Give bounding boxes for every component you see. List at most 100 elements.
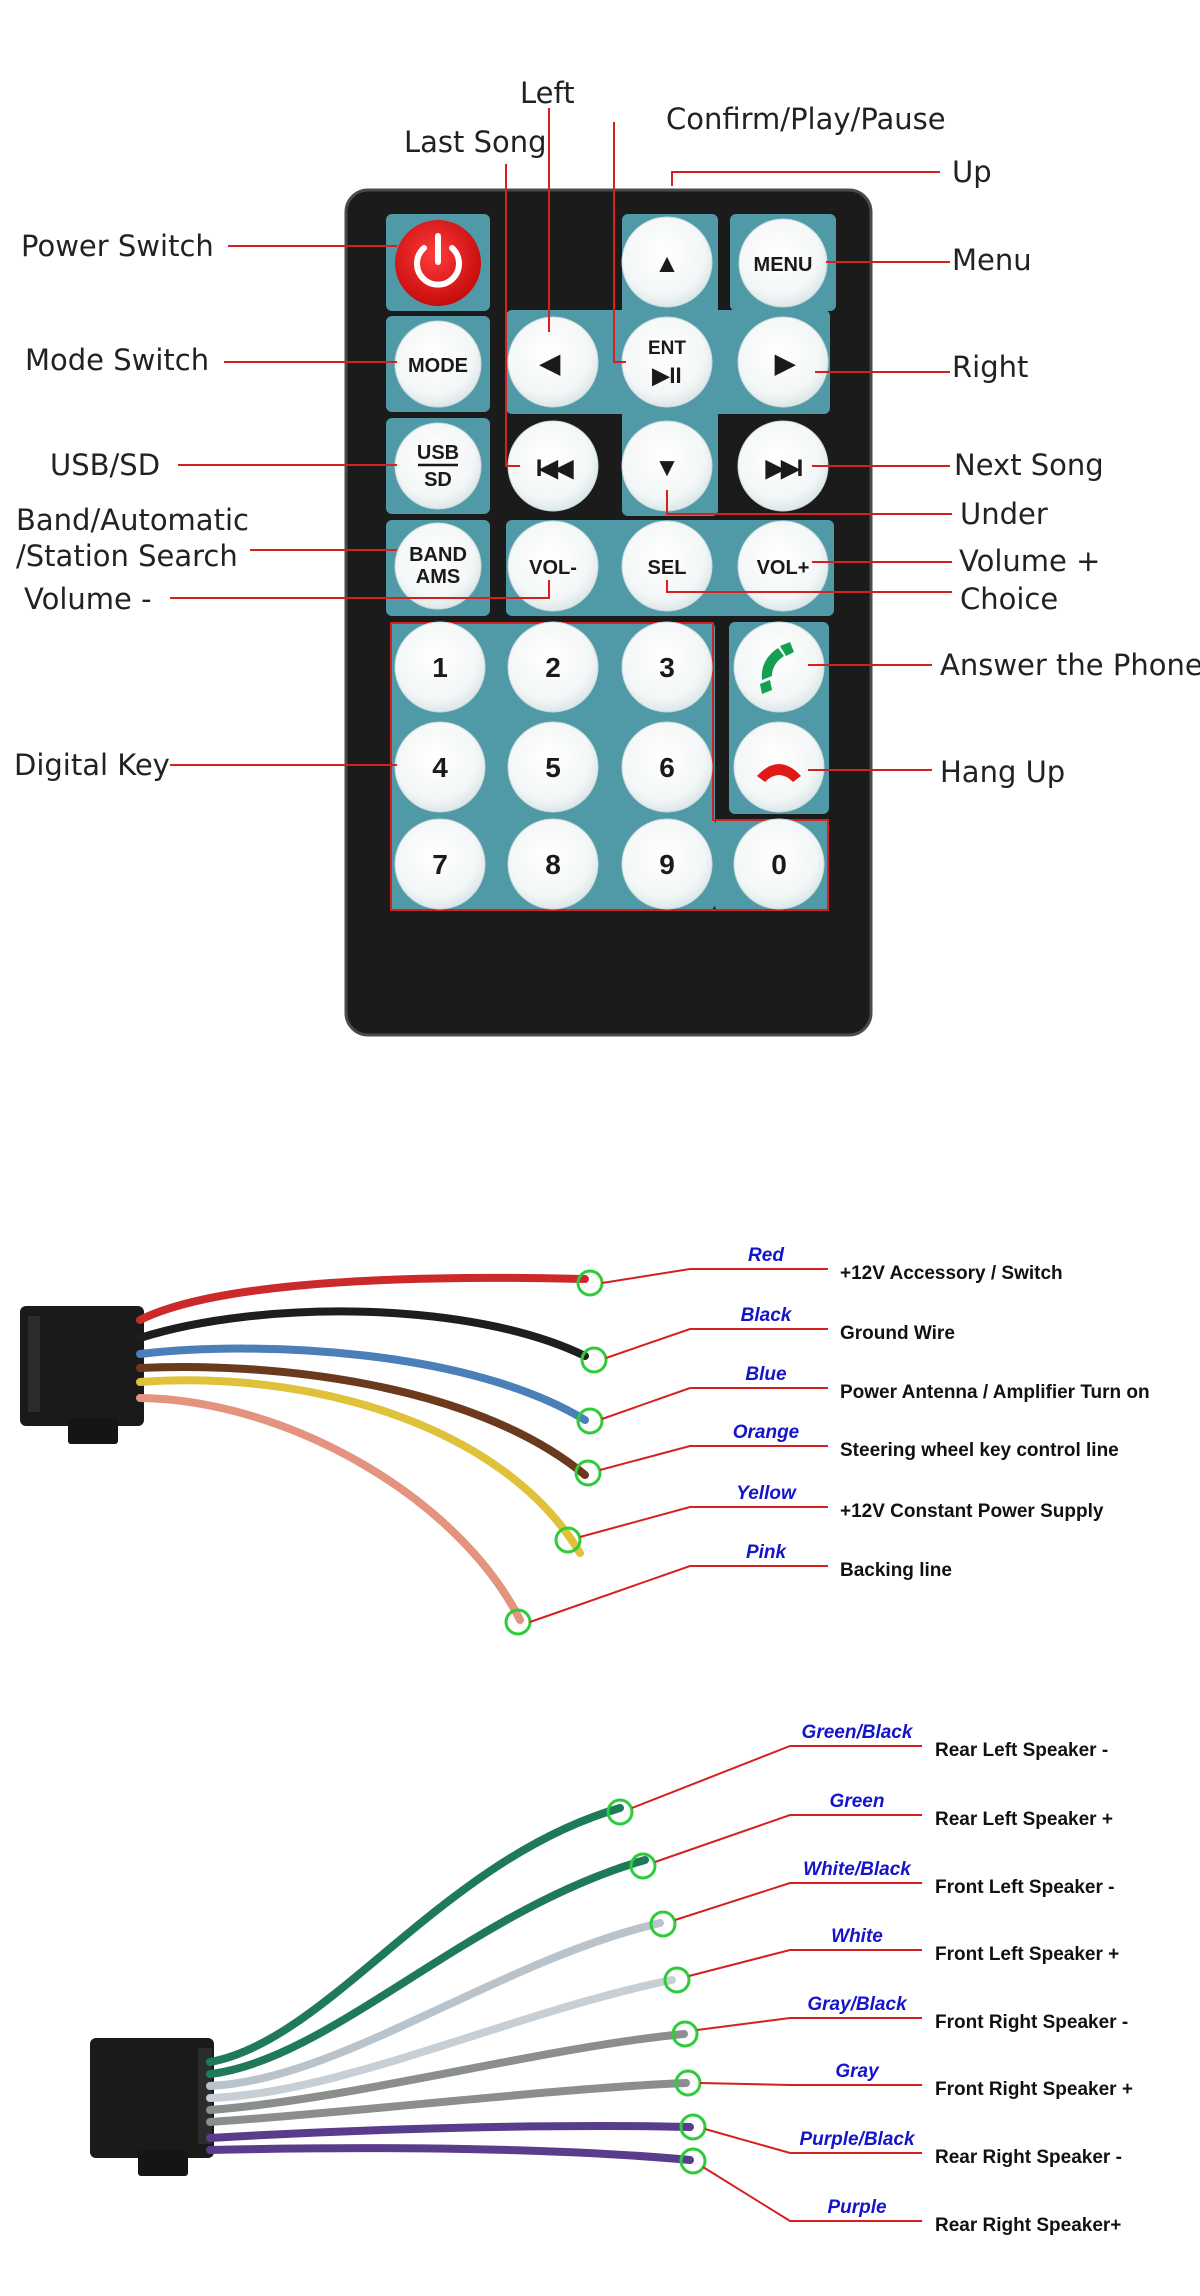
vol-plus-label: VOL+: [757, 557, 810, 579]
speaker-harness-wire-name: Purple: [827, 2197, 887, 2218]
label-usb-sd: USB/SD: [50, 448, 160, 482]
wire-gray: [206, 2079, 690, 2126]
digit-0-button[interactable]: [733, 818, 825, 910]
label-band-2: /Station Search: [16, 539, 238, 573]
speaker-harness-wire-name: Green: [830, 1791, 885, 1812]
digit-2-button[interactable]: [507, 621, 599, 713]
label-band-1: Band/Automatic: [16, 503, 249, 537]
vol-minus-label: VOL-: [529, 557, 577, 579]
wire-green-black: [206, 1804, 624, 2066]
speaker-harness-wire-description: Rear Right Speaker+: [935, 2215, 1121, 2236]
down-arrow-icon: ▼: [654, 452, 680, 482]
wire-markers-2: [606, 1798, 707, 2175]
digit-3-label: 3: [659, 652, 675, 683]
right-button[interactable]: [737, 316, 829, 408]
mode-button[interactable]: [394, 320, 482, 408]
connector-1: [20, 1306, 144, 1444]
speaker-harness-wire-description: Front Left Speaker -: [935, 1877, 1114, 1898]
wire-white: [206, 1976, 676, 2102]
right-arrow-icon: ▶: [774, 348, 796, 378]
sel-button[interactable]: [621, 520, 713, 612]
power-harness-wire-description: +12V Constant Power Supply: [840, 1501, 1104, 1522]
wire-red: [136, 1273, 589, 1324]
remote-control: ▲ MENU MODE ◀ ENT ▶II ▶ USB SD I◀◀ ▼ ▶▶I…: [344, 188, 873, 1037]
label-digital: Digital Key: [14, 748, 170, 782]
vol-minus-button[interactable]: [507, 520, 599, 612]
power-harness-wire-description: +12V Accessory / Switch: [840, 1263, 1063, 1284]
up-button[interactable]: [621, 216, 713, 308]
label-confirm: Confirm/Play/Pause: [666, 102, 946, 136]
connector-2: [90, 2038, 214, 2176]
power-harness-wire-name: Red: [748, 1245, 784, 1266]
wire-white-black: [206, 1919, 664, 2090]
digit-3-button[interactable]: [621, 621, 713, 713]
speaker-harness-wire-name: Green/Black: [802, 1722, 914, 1743]
label-up: Up: [952, 155, 992, 189]
harness-speaker: [90, 1745, 922, 2222]
band-button[interactable]: [394, 522, 482, 610]
speaker-harness-wire-name: Gray/Black: [807, 1994, 908, 2015]
speaker-harness-wire-description: Rear Right Speaker -: [935, 2147, 1122, 2168]
wire-black: [136, 1307, 589, 1360]
wire-purple: [206, 2144, 694, 2164]
next-track-icon: ▶▶I: [765, 455, 803, 482]
answer-button[interactable]: [733, 621, 825, 713]
wire-gray-black: [206, 2030, 688, 2114]
remote-leader-lines: [170, 108, 952, 771]
label-next-song: Next Song: [954, 448, 1104, 482]
digit-5-button[interactable]: [507, 721, 599, 813]
label-mode: Mode Switch: [25, 343, 209, 377]
answer-phone-icon: [760, 642, 794, 694]
label-menu: Menu: [952, 243, 1032, 277]
digit-8-button[interactable]: [507, 818, 599, 910]
vol-plus-button[interactable]: [737, 520, 829, 612]
left-arrow-icon: ◀: [539, 348, 561, 378]
wire-orange: [136, 1362, 589, 1479]
digit-0-label: 0: [771, 849, 787, 880]
digit-9-label: 9: [659, 849, 675, 880]
wire-green: [206, 1856, 649, 2078]
speaker-harness-wire-description: Rear Left Speaker -: [935, 1740, 1108, 1761]
left-button[interactable]: [507, 316, 599, 408]
power-harness-wire-name: Blue: [745, 1364, 787, 1385]
wire-pink: [136, 1394, 524, 1624]
wire-yellow: [136, 1376, 584, 1557]
up-arrow-icon: ▲: [654, 248, 680, 278]
digit-7-label: 7: [432, 849, 448, 880]
power-button[interactable]: [395, 220, 481, 306]
digit-1-button[interactable]: [394, 621, 486, 713]
power-harness-wire-name: Yellow: [736, 1483, 797, 1504]
ent-button-label: ENT: [648, 338, 686, 359]
leaders-1: [529, 1268, 828, 1623]
label-choice: Choice: [960, 582, 1058, 616]
label-hangup: Hang Up: [940, 755, 1065, 789]
band-label: BAND: [409, 544, 467, 566]
power-harness-wire-name: Orange: [733, 1422, 800, 1443]
digit-7-button[interactable]: [394, 818, 486, 910]
digit-9-button[interactable]: [621, 818, 713, 910]
wire-blue: [136, 1344, 589, 1424]
harness-power: [20, 1268, 828, 1636]
power-harness-wire-description: Backing line: [840, 1560, 952, 1581]
digit-4-label: 4: [432, 752, 448, 783]
label-under: Under: [960, 497, 1048, 531]
digit-4-button[interactable]: [394, 721, 486, 813]
ent-button[interactable]: [621, 316, 713, 408]
digit-6-label: 6: [659, 752, 675, 783]
speaker-harness-wire-description: Front Right Speaker -: [935, 2012, 1128, 2033]
label-volume-plus: Volume +: [959, 544, 1100, 578]
digit-6-button[interactable]: [621, 721, 713, 813]
label-last-song: Last Song: [404, 125, 547, 159]
wire-purple-black: [206, 2122, 694, 2142]
digit-1-label: 1: [432, 652, 448, 683]
speaker-harness-wire-description: Front Right Speaker +: [935, 2079, 1133, 2100]
play-pause-icon: ▶II: [651, 363, 681, 388]
digit-2-label: 2: [545, 652, 561, 683]
speaker-harness-wire-name: Purple/Black: [799, 2129, 916, 2150]
power-harness-wire-description: Power Antenna / Amplifier Turn on: [840, 1382, 1150, 1403]
mode-button-label: MODE: [408, 355, 468, 377]
speaker-harness-wire-name: Gray: [835, 2061, 880, 2082]
speaker-harness-wire-description: Front Left Speaker +: [935, 1944, 1119, 1965]
speaker-harness-wire-name: White/Black: [803, 1859, 912, 1880]
